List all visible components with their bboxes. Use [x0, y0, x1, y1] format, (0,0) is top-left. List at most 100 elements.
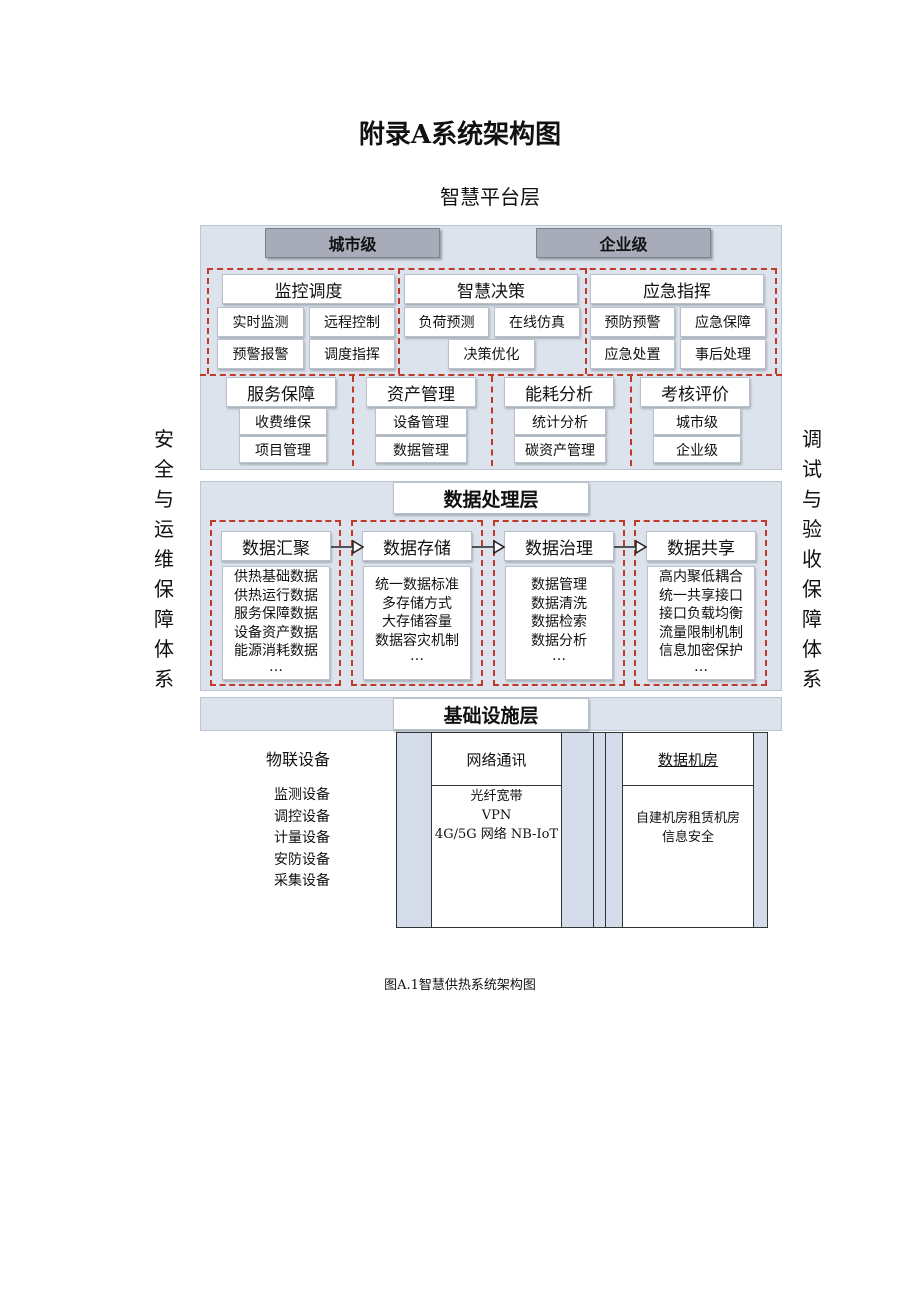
- list-item: 服务保障数据: [234, 606, 318, 622]
- group-item: 预警报警: [217, 339, 304, 369]
- network-list: 光纤宽带 VPN 4G/5G 网络 NB-IoT: [431, 787, 562, 844]
- list-item: 统一数据标准: [375, 577, 459, 593]
- side-char: 障: [154, 607, 174, 631]
- list-item: 能源消耗数据: [234, 643, 318, 659]
- group-title-monitor: 监控调度: [222, 274, 395, 304]
- side-char: 安: [154, 427, 174, 451]
- group-item: 企业级: [653, 436, 741, 463]
- list-item: 数据管理: [531, 577, 587, 593]
- city-level-label: 城市级: [265, 228, 440, 258]
- list-item: …: [410, 648, 424, 664]
- list-item: 4G/5G 网络 NB-IoT: [434, 827, 559, 842]
- infra-column: [753, 732, 768, 928]
- data-stage-region: [493, 520, 625, 686]
- list-item: 设备资产数据: [234, 624, 318, 641]
- list-item: 供热基础数据: [234, 569, 318, 585]
- list-item: 供热运行数据: [234, 587, 318, 604]
- list-item: 信息加密保护: [659, 643, 743, 659]
- data-stage-list: 数据管理 数据清洗 数据检索 数据分析 …: [505, 566, 613, 680]
- group-item: 城市级: [653, 408, 741, 435]
- side-char: 调: [802, 427, 822, 451]
- group-title-decision: 智慧决策: [404, 274, 578, 304]
- group-item: 应急保障: [680, 307, 766, 337]
- side-char: 保: [154, 577, 174, 601]
- side-char: 收: [802, 547, 822, 571]
- data-stage-title: 数据共享: [646, 531, 756, 561]
- data-stage-region: [210, 520, 341, 686]
- group-item: 统计分析: [514, 408, 606, 435]
- arrow-right-icon: [331, 539, 365, 555]
- network-divider: [431, 785, 562, 786]
- side-label-right: 调 试 与 验 收 保 障 体 系: [797, 424, 827, 694]
- group-item: 数据管理: [375, 436, 467, 463]
- list-item: …: [552, 648, 566, 664]
- data-stage-title: 数据汇聚: [221, 531, 331, 561]
- platform-top-dashed-region: [207, 268, 777, 374]
- side-char: 保: [802, 577, 822, 601]
- side-char: 验: [802, 517, 822, 541]
- arrow-right-icon: [614, 539, 648, 555]
- data-stage-region: [351, 520, 483, 686]
- group-item: 预防预警: [590, 307, 675, 337]
- side-char: 体: [802, 637, 822, 661]
- group-item: 事后处理: [680, 339, 766, 369]
- infra-column: [561, 732, 594, 928]
- group-item: 远程控制: [309, 307, 395, 337]
- data-stage-list: 统一数据标准 多存储方式 大存储容量 数据容灾机制 …: [363, 566, 471, 680]
- network-title: 网络通讯: [466, 750, 527, 769]
- data-stage-title: 数据存储: [362, 531, 472, 561]
- datacenter-title: 数据机房: [657, 750, 718, 769]
- list-item: 安防设备: [274, 851, 330, 868]
- datacenter-divider: [622, 785, 754, 786]
- side-char: 体: [154, 637, 174, 661]
- list-item: 光纤宽带: [470, 789, 523, 804]
- list-item: 数据容灾机制: [375, 632, 459, 649]
- list-item: 自建机房租赁机房: [635, 811, 740, 826]
- list-item: …: [694, 658, 708, 675]
- datacenter-list: 自建机房租赁机房 信息安全: [622, 809, 754, 847]
- data-stage-title: 数据治理: [504, 531, 614, 561]
- list-item: 统一共享接口: [659, 587, 743, 604]
- group-title-asset: 资产管理: [366, 377, 476, 407]
- list-item: 流量限制机制: [659, 624, 743, 641]
- list-item: 信息安全: [661, 830, 714, 845]
- enterprise-level-label: 企业级: [536, 228, 711, 258]
- list-item: 数据分析: [531, 632, 587, 649]
- group-item: 应急处置: [590, 339, 675, 369]
- page-title: 附录A系统架构图: [358, 119, 562, 150]
- platform-layer-title: 智慧平台层: [440, 184, 540, 209]
- datacenter-column: [622, 732, 754, 928]
- group-title-emergency: 应急指挥: [590, 274, 764, 304]
- group-item: 调度指挥: [309, 339, 395, 369]
- list-item: 高内聚低耦合: [659, 569, 743, 585]
- list-item: 监测设备: [274, 787, 330, 803]
- group-item: 决策优化: [448, 339, 535, 369]
- arrow-right-icon: [472, 539, 506, 555]
- side-char: 运: [154, 517, 174, 541]
- list-item: VPN: [481, 808, 512, 823]
- divider: [585, 268, 587, 374]
- figure-caption: 图A.1智慧供热系统架构图: [384, 977, 536, 993]
- side-char: 维: [154, 547, 174, 571]
- list-item: 计量设备: [274, 830, 330, 846]
- group-item: 实时监测: [217, 307, 304, 337]
- infra-column: [396, 732, 432, 928]
- list-item: 数据清洗: [531, 595, 587, 612]
- group-item: 碳资产管理: [514, 436, 606, 463]
- data-stage-region: [634, 520, 767, 686]
- group-item: 项目管理: [239, 436, 327, 463]
- side-char: 系: [802, 667, 822, 691]
- list-item: 调控设备: [274, 808, 330, 825]
- group-title-service: 服务保障: [226, 377, 336, 407]
- group-title-assess: 考核评价: [640, 377, 750, 407]
- side-char: 与: [154, 487, 174, 511]
- infra-column: [605, 732, 623, 928]
- network-column: [431, 732, 562, 928]
- list-item: …: [269, 658, 283, 675]
- data-stage-list: 供热基础数据 供热运行数据 服务保障数据 设备资产数据 能源消耗数据 …: [222, 566, 330, 680]
- divider: [398, 268, 400, 374]
- side-char: 试: [802, 457, 822, 481]
- divider: [200, 374, 782, 376]
- side-char: 与: [802, 487, 822, 511]
- divider: [491, 376, 493, 466]
